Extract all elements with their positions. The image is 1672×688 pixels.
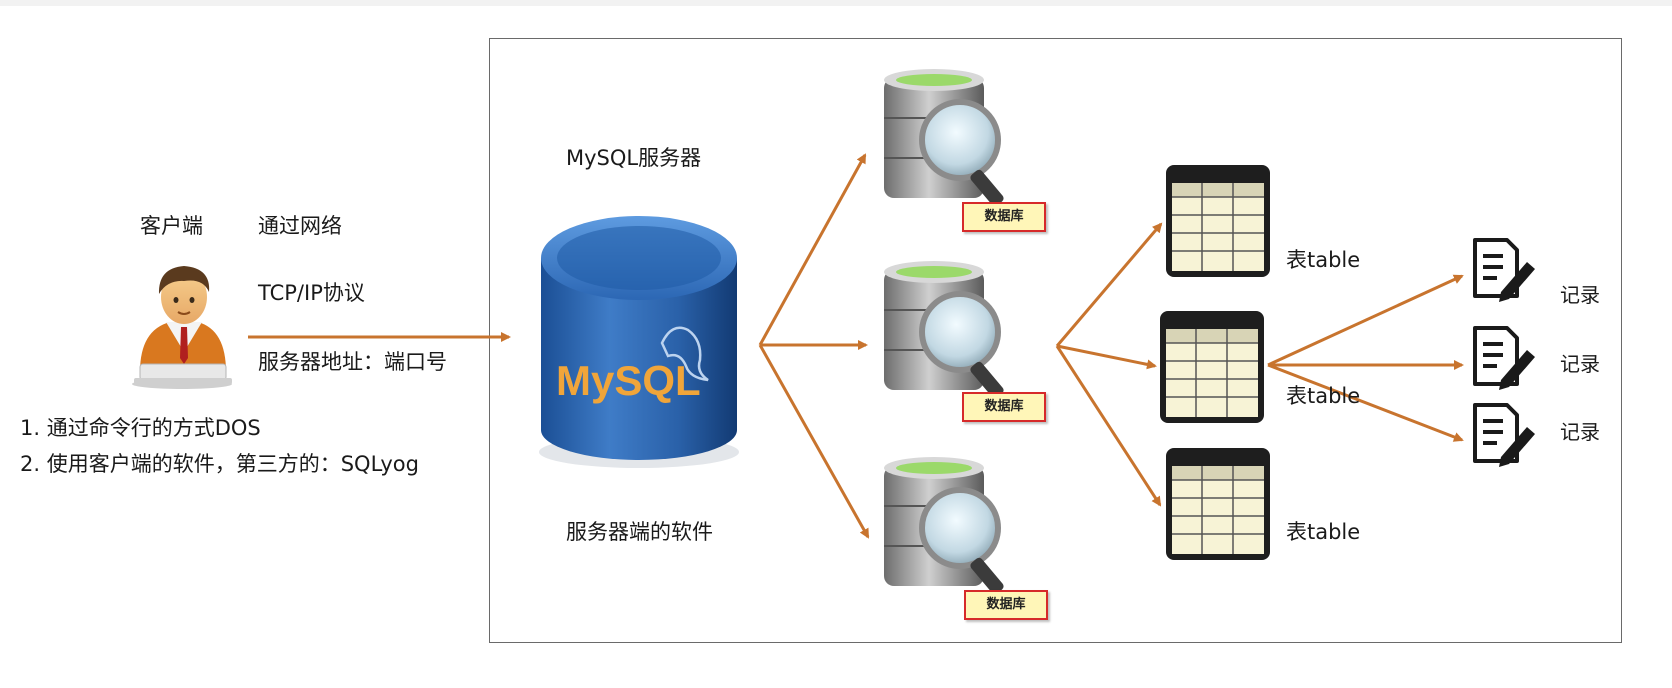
top-strip bbox=[0, 0, 1672, 6]
arrow-table-to-record-1 bbox=[1267, 274, 1464, 367]
table-label-3: 表table bbox=[1286, 520, 1361, 544]
mysql-cylinder-icon bbox=[539, 216, 739, 468]
database-label-1: 数据库 bbox=[962, 202, 1046, 232]
client-person-icon bbox=[132, 266, 232, 389]
network-title: 通过网络 bbox=[258, 214, 342, 238]
database-icon-1 bbox=[884, 69, 1004, 207]
record-label-3: 记录 bbox=[1560, 420, 1600, 444]
record-label-1: 记录 bbox=[1560, 283, 1600, 307]
record-label-2: 记录 bbox=[1560, 352, 1600, 376]
record-icon-2 bbox=[1473, 326, 1535, 390]
client-method-1: 1. 通过命令行的方式DOS bbox=[20, 416, 261, 440]
table-icon-2 bbox=[1160, 311, 1264, 423]
database-icon-2 bbox=[884, 261, 1004, 399]
database-icon-3 bbox=[884, 457, 1004, 595]
table-label-2: 表table bbox=[1286, 384, 1361, 408]
arrow-server-to-db-3 bbox=[758, 344, 870, 539]
mysql-logo-text: MySQL bbox=[556, 357, 701, 404]
arrow-db-to-table-2 bbox=[1056, 344, 1157, 370]
table-icon-1 bbox=[1166, 165, 1270, 277]
database-label-2: 数据库 bbox=[962, 392, 1046, 422]
server-title: MySQL服务器 bbox=[566, 146, 702, 170]
table-label-1: 表table bbox=[1286, 248, 1361, 272]
record-icon-1 bbox=[1473, 238, 1535, 302]
database-label-3: 数据库 bbox=[964, 590, 1048, 620]
network-address: 服务器地址：端口号 bbox=[258, 350, 447, 374]
arrow-db-to-table-3 bbox=[1055, 345, 1162, 507]
arrow-server-to-db-1 bbox=[758, 153, 867, 346]
network-protocol: TCP/IP协议 bbox=[258, 281, 365, 305]
server-subtitle: 服务器端的软件 bbox=[566, 520, 713, 544]
table-icon-3 bbox=[1166, 448, 1270, 560]
client-title: 客户端 bbox=[140, 214, 203, 238]
record-icon-3 bbox=[1473, 403, 1535, 467]
arrow-db-to-table-1 bbox=[1055, 222, 1163, 347]
arrow-table-to-record-3 bbox=[1267, 363, 1464, 442]
client-method-2: 2. 使用客户端的软件，第三方的：SQLyog bbox=[20, 452, 419, 476]
